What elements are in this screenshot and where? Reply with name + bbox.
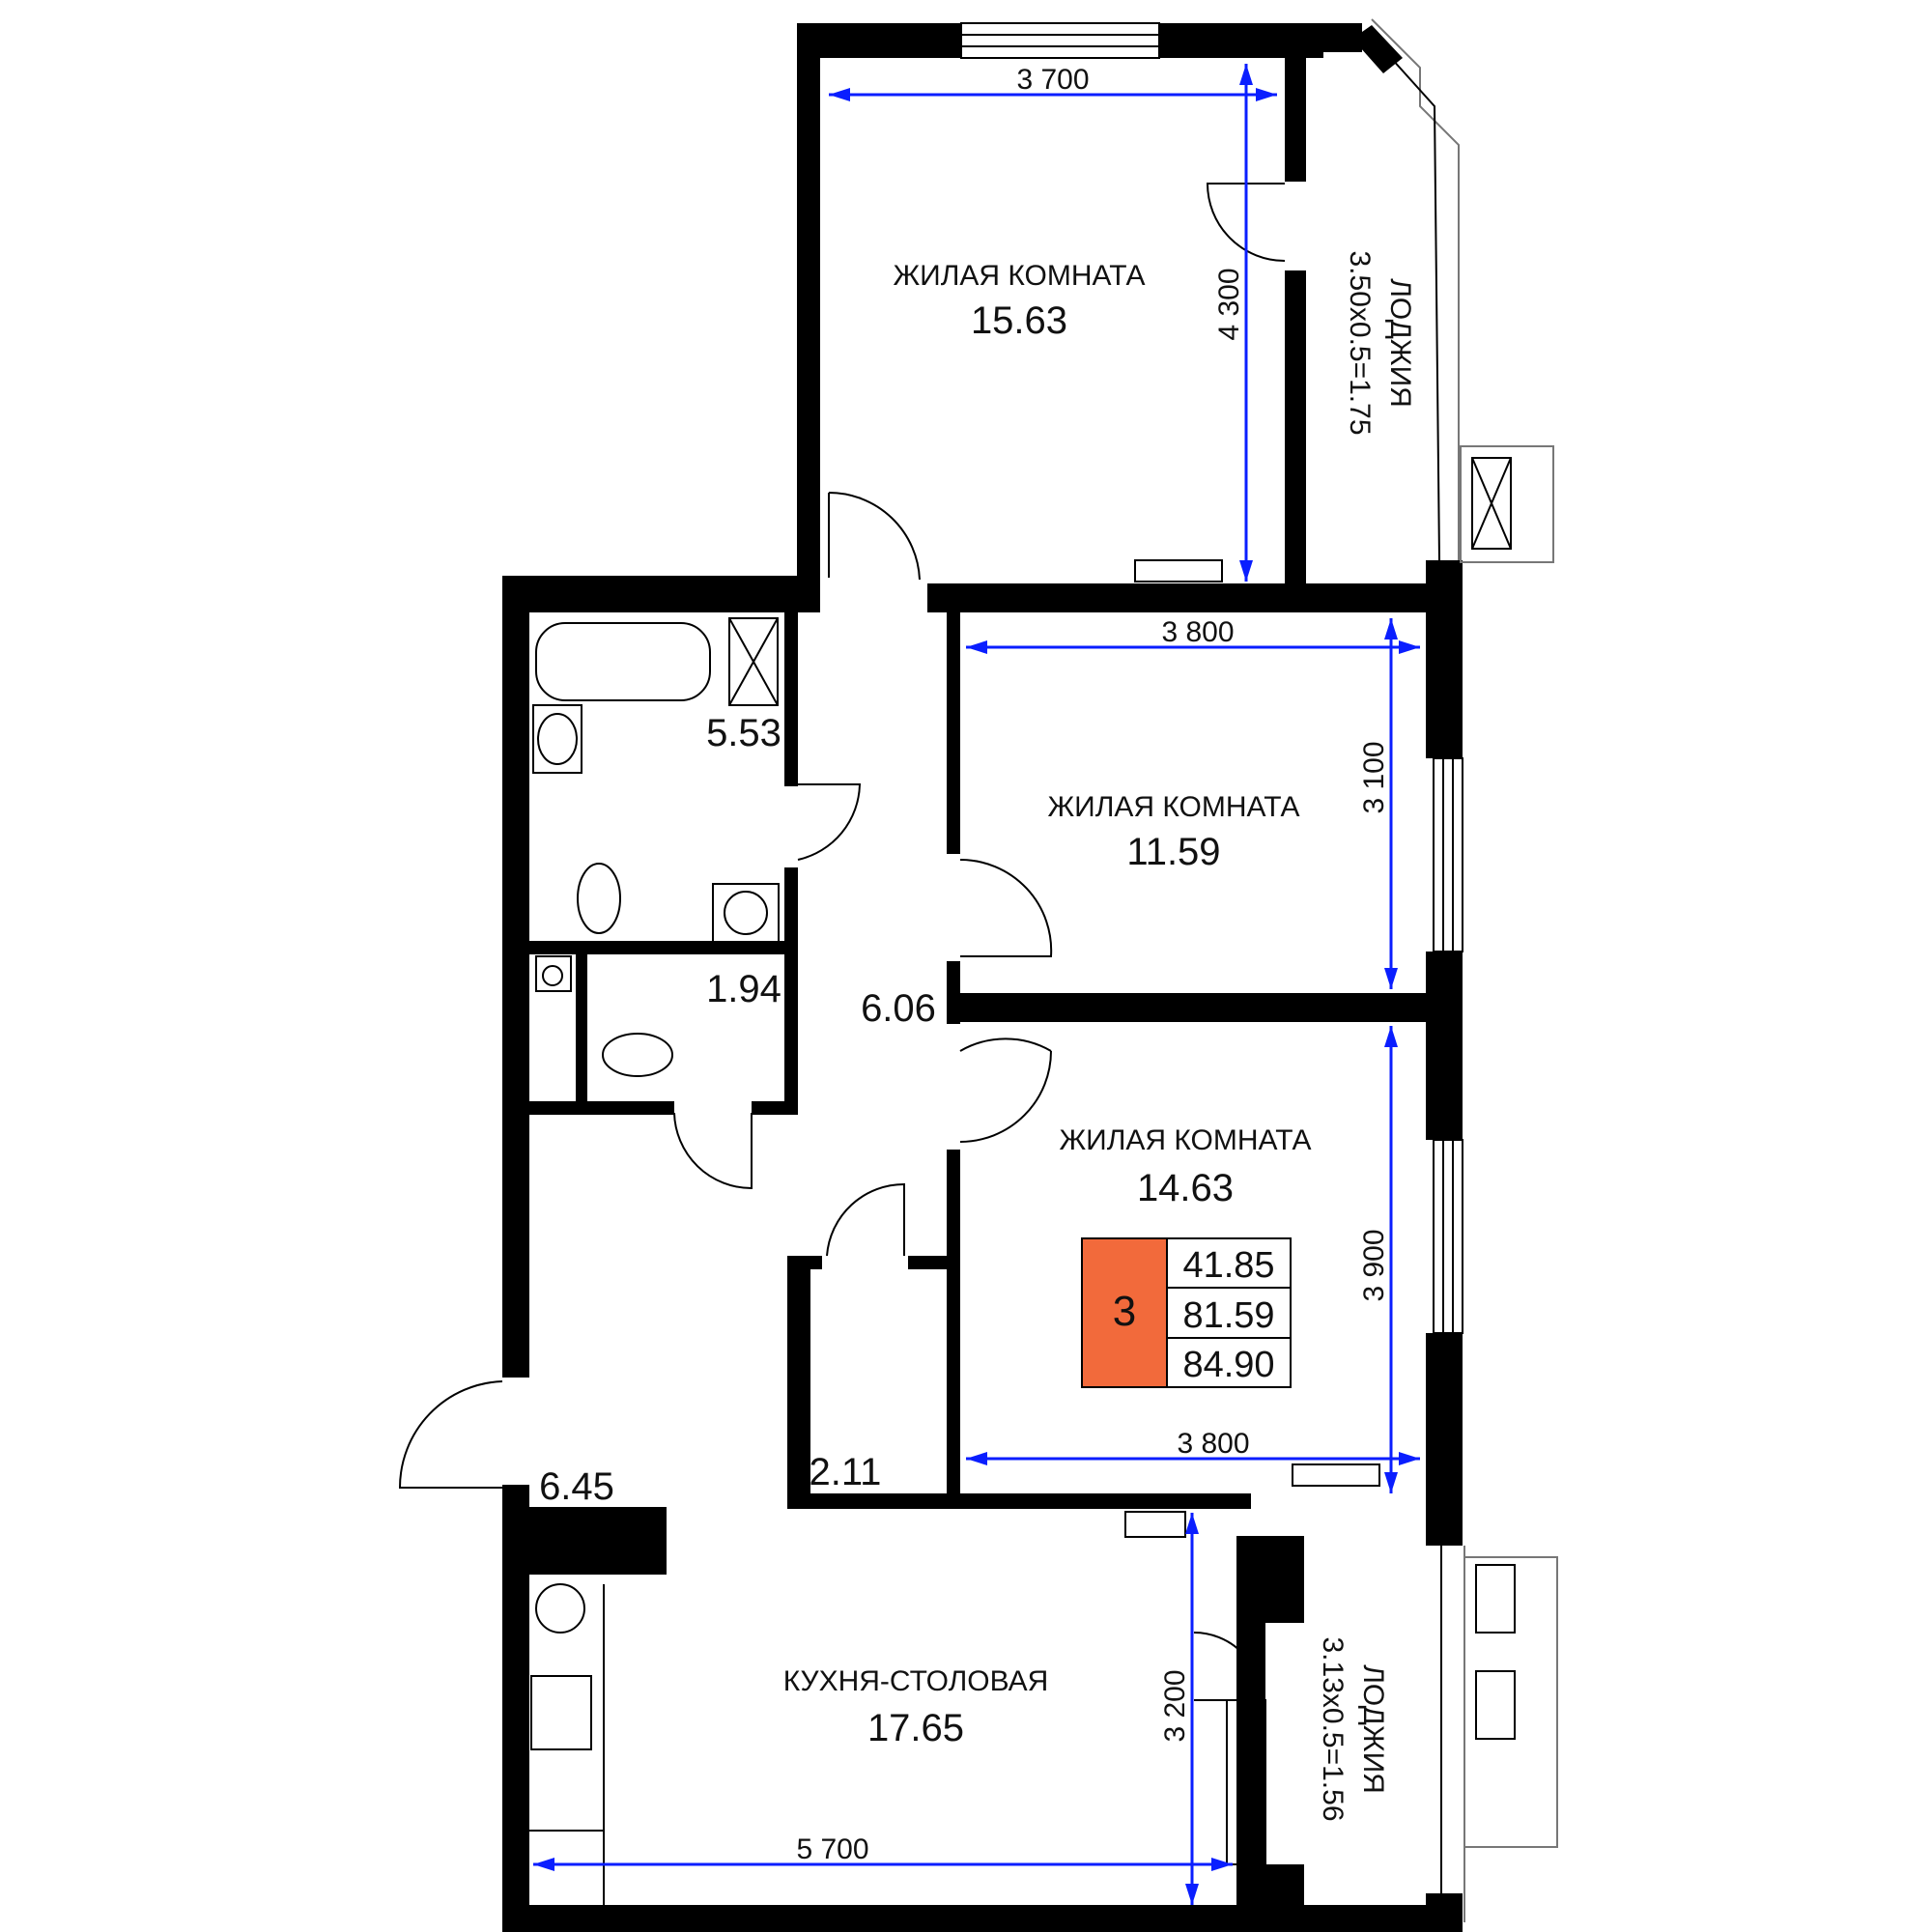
dim-kitchen-width: 5 700 <box>796 1833 868 1865</box>
loggia-railings <box>1371 18 1558 1922</box>
washer-icon <box>724 891 768 935</box>
loggia-2-name: ЛОДЖИЯ <box>1357 1664 1389 1794</box>
room-name-bedroom-2: ЖИЛАЯ КОМНАТА <box>1047 791 1299 823</box>
toilet-icon <box>577 863 621 934</box>
rooms-count: 3 <box>1113 1288 1136 1335</box>
room-area-kitchen: 17.65 <box>867 1707 964 1749</box>
dim-room1-width: 3 700 <box>1016 64 1089 96</box>
total-area: 81.59 <box>1182 1295 1274 1336</box>
loggia-2-dims: 3.13x0.5=1.56 <box>1317 1636 1349 1821</box>
rooms-count-badge <box>1081 1237 1168 1388</box>
dim-room2-width: 3 800 <box>1161 616 1234 648</box>
dim-room3-width: 3 800 <box>1177 1428 1249 1460</box>
area-with-loggias: 84.90 <box>1182 1345 1274 1385</box>
loggia-1-name: ЛОДЖИЯ <box>1384 278 1416 408</box>
dim-room3-depth: 3 900 <box>1358 1229 1390 1301</box>
stove-icon <box>530 1675 592 1750</box>
dimension-lines <box>533 64 1420 1905</box>
dim-kitchen-depth: 3 200 <box>1159 1669 1191 1742</box>
room-area-bedroom-1: 15.63 <box>971 299 1067 342</box>
dim-room1-depth: 4 300 <box>1213 268 1245 340</box>
living-area: 41.85 <box>1182 1245 1274 1286</box>
area-entry: 6.45 <box>539 1465 614 1508</box>
area-storage: 2.11 <box>810 1451 882 1493</box>
doors <box>398 183 1286 1701</box>
room-area-bedroom-2: 11.59 <box>1126 831 1220 873</box>
area-bathroom: 5.53 <box>706 712 781 754</box>
loggia-1-dims: 3.50x0.5=1.75 <box>1344 250 1376 435</box>
room-area-bedroom-3: 14.63 <box>1137 1167 1234 1209</box>
dim-room2-depth: 3 100 <box>1358 741 1390 813</box>
room-name-bedroom-3: ЖИЛАЯ КОМНАТА <box>1059 1124 1311 1156</box>
area-wc: 1.94 <box>706 968 781 1010</box>
walls <box>502 23 1463 1932</box>
summary-table: 3 41.85 81.59 84.90 <box>1081 1237 1292 1388</box>
room-name-bedroom-1: ЖИЛАЯ КОМНАТА <box>893 260 1145 292</box>
fixtures <box>529 559 1380 1905</box>
sink-icon <box>532 704 582 774</box>
room-name-kitchen: КУХНЯ-СТОЛОВАЯ <box>783 1665 1049 1697</box>
area-hall: 6.06 <box>861 987 936 1030</box>
bathtub-icon <box>535 622 711 701</box>
